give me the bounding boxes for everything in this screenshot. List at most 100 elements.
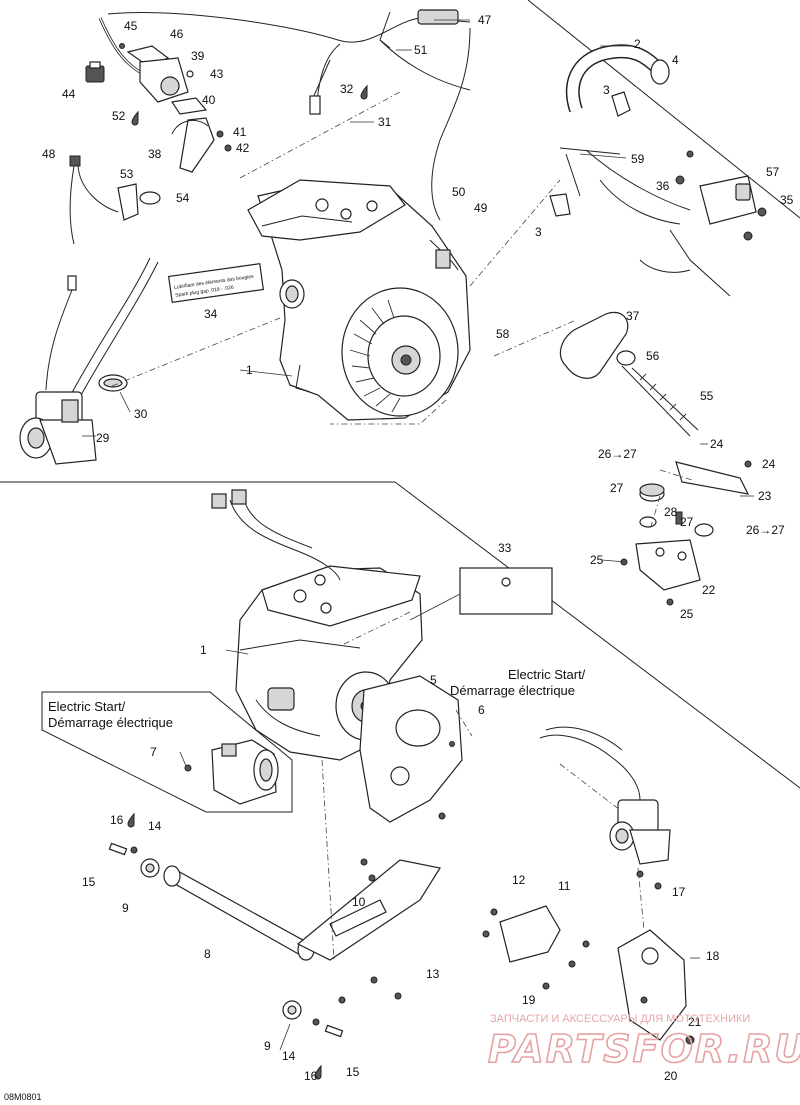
callout-8: 8 (204, 947, 211, 961)
callout-57: 57 (766, 165, 780, 179)
callout-37: 37 (626, 309, 640, 323)
callout-45: 45 (124, 19, 138, 33)
callout-59: 59 (631, 152, 645, 166)
electric-start-left-frame (41, 691, 293, 813)
callout-50: 50 (452, 185, 466, 199)
ignition-coil (639, 150, 767, 297)
callout-31: 31 (378, 115, 392, 129)
callout-9b: 9 (264, 1039, 271, 1053)
section-dividers (0, 0, 800, 789)
callout-12: 12 (512, 873, 526, 887)
callout-16b: 16 (304, 1069, 318, 1083)
diagram-code: 08M0801 (4, 1092, 42, 1102)
electric-start-right-line2: Démarrage électrique (450, 683, 575, 698)
callout-14a: 14 (148, 819, 162, 833)
electric-start-right-line1: Electric Start/ (508, 667, 586, 682)
watermark-logo: PARTSFOR.RU (488, 1027, 800, 1071)
callout-10: 10 (352, 895, 366, 909)
callout-23: 23 (758, 489, 772, 503)
callout-5: 5 (430, 673, 437, 687)
callout-3a: 3 (603, 83, 610, 97)
callout-41: 41 (233, 125, 247, 139)
ignition-parts-cluster (85, 43, 232, 173)
top-wire-harness (98, 9, 471, 221)
rewind-handle (559, 311, 699, 437)
watermark-line1: ЗАПЧАСТИ И АКСЕССУАРЫ ДЛЯ МОТОТЕХНИКИ (490, 1013, 750, 1025)
electric-start-cover (359, 675, 463, 823)
callout-46: 46 (170, 27, 184, 41)
callout-19: 19 (522, 993, 536, 1007)
callout-15a: 15 (82, 875, 96, 889)
electric-start-left-line2: Démarrage électrique (48, 715, 173, 730)
engine-upper: Lubrifiant des éléments des bougies Spar… (167, 179, 471, 421)
callout-25b: 25 (680, 607, 694, 621)
callout-35: 35 (780, 193, 794, 207)
callout-53: 53 (120, 167, 134, 181)
callout-32: 32 (340, 82, 354, 96)
electric-start-left-label: Electric Start/ Démarrage électrique (48, 699, 173, 730)
callout-13: 13 (426, 967, 440, 981)
callout-47: 47 (478, 13, 492, 27)
callout-43: 43 (210, 67, 224, 81)
electric-start-left-line1: Electric Start/ (48, 699, 126, 714)
callout-48: 48 (42, 147, 56, 161)
callout-30: 30 (134, 407, 148, 421)
callout-11: 11 (558, 879, 571, 893)
carburetor-lower (539, 726, 671, 890)
callout-14b: 14 (282, 1049, 296, 1063)
throttle-cable-parts (67, 155, 161, 291)
callout-27a: 27 (610, 481, 624, 495)
callout-26b: 26→27 (746, 523, 785, 537)
callout-15b: 15 (346, 1065, 360, 1079)
leader-lines (82, 19, 754, 1051)
callout-51: 51 (414, 43, 428, 57)
callout-58: 58 (496, 327, 510, 341)
electric-start-right-label: Electric Start/ Démarrage électrique (450, 667, 586, 698)
watermark: ЗАПЧАСТИ И АКСЕССУАРЫ ДЛЯ МОТОТЕХНИКИ PA… (487, 1013, 800, 1072)
callout-21: 21 (688, 1015, 702, 1029)
rope-segments (639, 373, 687, 421)
callout-4: 4 (672, 53, 679, 67)
callout-22: 22 (702, 583, 716, 597)
drop-icon (127, 84, 368, 1080)
callout-44: 44 (62, 87, 76, 101)
centerlines (111, 91, 693, 961)
callout-39: 39 (191, 49, 205, 63)
callout-56: 56 (646, 349, 660, 363)
exhaust-and-mounts (108, 842, 561, 1038)
hoses-right-top (549, 44, 691, 225)
engine-upper-fins (349, 299, 401, 413)
callout-20: 20 (664, 1069, 678, 1083)
callout-24b: 24 (762, 457, 776, 471)
callout-52: 52 (112, 109, 126, 123)
callout-2: 2 (634, 37, 641, 51)
callout-28: 28 (664, 505, 678, 519)
callout-6: 6 (478, 703, 485, 717)
callout-49: 49 (474, 201, 488, 215)
callout-40: 40 (202, 93, 216, 107)
bracket-18 (542, 929, 695, 1045)
callout-3b: 3 (535, 225, 542, 239)
callout-7: 7 (150, 745, 157, 759)
callout-27b: 27 (680, 515, 694, 529)
callout-17: 17 (672, 885, 686, 899)
callout-38: 38 (148, 147, 162, 161)
callout-55: 55 (700, 389, 714, 403)
starter-motor (184, 739, 279, 805)
decal-33 (459, 567, 553, 615)
callout-29: 29 (96, 431, 110, 445)
callout-36: 36 (656, 179, 670, 193)
carburetor-upper (19, 257, 159, 465)
callout-16a: 16 (110, 813, 124, 827)
callout-24a: 24 (710, 437, 724, 451)
callout-1a: 1 (246, 363, 253, 377)
callout-25a: 25 (590, 553, 604, 567)
callout-18: 18 (706, 949, 720, 963)
callout-26a: 26→27 (598, 447, 637, 461)
callout-42: 42 (236, 141, 250, 155)
callout-9a: 9 (122, 901, 129, 915)
callout-33: 33 (498, 541, 512, 555)
callout-1b: 1 (200, 643, 207, 657)
